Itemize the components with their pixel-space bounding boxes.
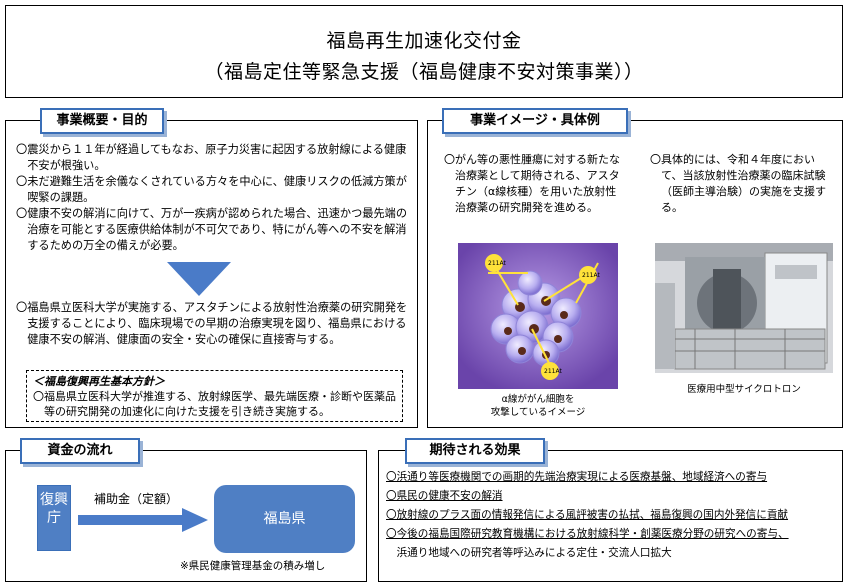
effect-item-1: 〇浜通り等医療機関での画期的先端治療実現による医療基盤、地域経済への寄与 [386,471,768,483]
overview-bullet-1: 〇震災から１１年が経過してもなお、原子力災害に起因する放射線による健康不安が根強… [16,143,407,172]
right-arrow-icon [78,508,208,532]
effect-item-2: 〇県民の健康不安の解消 [386,490,503,502]
effects-panel [378,450,843,582]
effect-item-5: 浜通り地域への研究者等呼込みによる定住・交流人口拡大 [396,547,672,559]
overview-bullet-2: 〇未だ避難生活を余儀なくされている方々を中心に、健康リスクの低減方策が喫緊の課題… [16,175,407,204]
image-right-paragraph: 〇具体的には、令和４年度において、当該放射性治療薬の臨床試験（医師主導治験）の実… [650,153,826,214]
fukushima-prefecture-box: 福島県 [214,485,355,553]
cancer-cell-caption-line-1: α線ががん細胞を [501,394,575,405]
page-subtitle: （福島定住等緊急支援（福島健康不安対策事業）） [204,61,644,83]
fund-note: ※県民健康管理基金の積み増し [180,560,326,572]
policy-text: 〇福島県立医科大学が推進する、放射線医学、最先端医療・診断や医薬品等の研究開発の… [33,390,396,418]
reconstruction-agency-box: 復興庁 [37,485,71,551]
effect-item-4: 〇今後の福島国際研究教育機構における放射線科学・創薬医療分野の研究への寄与、 [386,528,789,540]
overview-result: 〇福島県立医科大学が実施する、アスタチンによる放射性治療薬の研究開発を支援するこ… [16,300,411,348]
page-title: 福島再生加速化交付金 [326,30,522,52]
overview-bullet-3: 〇健康不安の解消に向けて、万が一疾病が認められた場合、迅速かつ最先端の治療を可能… [16,207,408,252]
isotope-label-3: 211At [544,368,562,375]
cancer-cell-icon: 211At 211At 211At [458,243,618,389]
title-box: 福島再生加速化交付金 （福島定住等緊急支援（福島健康不安対策事業）） [5,5,843,98]
cancer-cell-illustration: 211At 211At 211At [458,243,618,389]
image-left-text: 〇がん等の悪性腫瘍に対する新たな治療薬として期待される、アスタチン（α線核種）を… [444,152,622,216]
cyclotron-icon [655,243,833,373]
flow-label: 資金の流れ [20,438,140,464]
image-left-paragraph: 〇がん等の悪性腫瘍に対する新たな治療薬として期待される、アスタチン（α線核種）を… [444,153,620,214]
effects-label: 期待される効果 [405,438,545,464]
policy-box: ＜福島復興再生基本方針＞ 〇福島県立医科大学が推進する、放射線医学、最先端医療・… [26,370,403,422]
policy-heading: ＜福島復興再生基本方針＞ [33,375,165,388]
cancer-cell-caption: α線ががん細胞を 攻撃しているイメージ [458,393,618,419]
cancer-cell-caption-line-2: 攻撃しているイメージ [490,407,586,418]
isotope-label-1: 211At [488,260,506,267]
cyclotron-photo [655,243,833,373]
effect-item-3: 〇放射線のプラス面の情報発信による風評被害の払拭、福島復興の国内外発信に貢献 [386,509,789,521]
isotope-label-2: 211At [582,272,600,279]
effects-list: 〇浜通り等医療機関での画期的先端治療実現による医療基盤、地域経済への寄与 〇県民… [386,468,841,563]
image-label: 事業イメージ・具体例 [442,108,628,134]
image-right-text: 〇具体的には、令和４年度において、当該放射性治療薬の臨床試験（医師主導治験）の実… [650,152,834,216]
overview-result-text: 〇福島県立医科大学が実施する、アスタチンによる放射性治療薬の研究開発を支援するこ… [16,301,408,346]
down-arrow-icon [167,262,231,296]
overview-bullets: 〇震災から１１年が経過してもなお、原子力災害に起因する放射線による健康不安が根強… [16,142,411,254]
overview-label: 事業概要・目的 [40,108,164,134]
cyclotron-caption: 医療用中型サイクロトロン [687,384,801,395]
subsidy-label: 補助金（定額） [94,492,179,506]
